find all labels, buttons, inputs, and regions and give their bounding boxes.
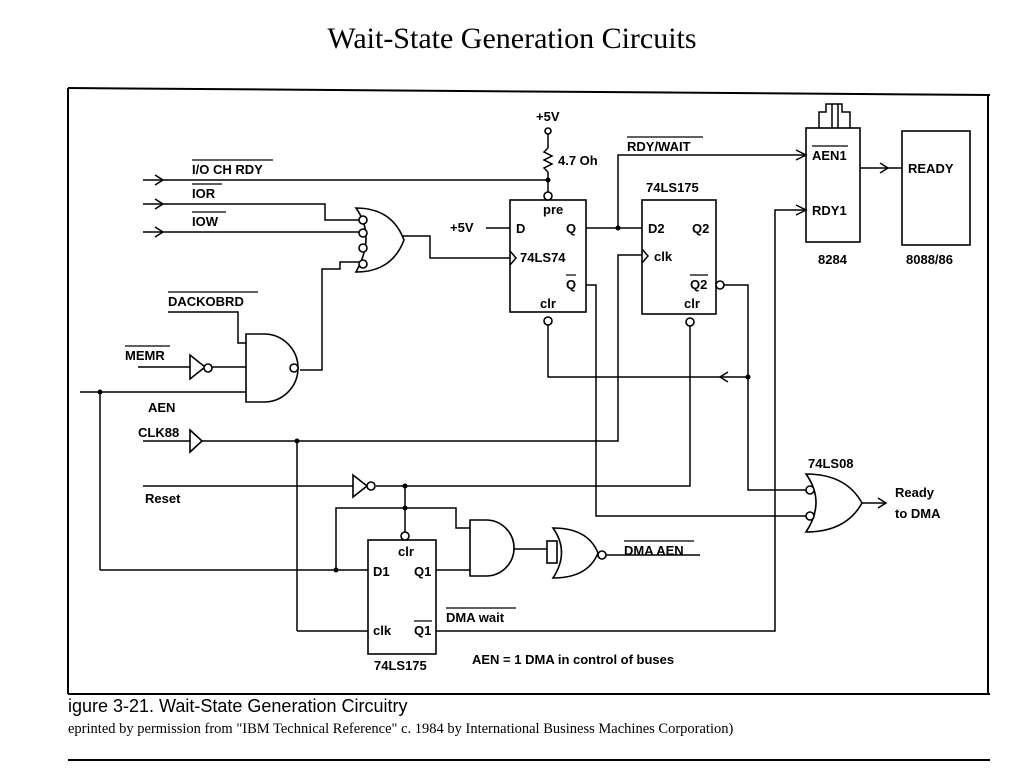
label-aen: AEN bbox=[148, 400, 175, 415]
input-wires bbox=[80, 179, 808, 632]
label-ff3-name: 74LS175 bbox=[374, 658, 427, 673]
cpu-ready-box bbox=[901, 130, 971, 246]
pullup-resistor bbox=[542, 127, 554, 192]
label-dma-aen: DMA AEN bbox=[624, 543, 684, 558]
label-resistor: 4.7 Oh bbox=[558, 153, 598, 168]
reset-inverter bbox=[352, 473, 376, 499]
label-ff3-clr: clr bbox=[398, 544, 414, 559]
label-aen1: AEN1 bbox=[812, 148, 847, 163]
label-74ls08: 74LS08 bbox=[808, 456, 854, 471]
label-ff2-q2: Q2 bbox=[692, 221, 709, 236]
diagram-labels: I/O CH RDY IOR IOW DACKOBRD MEMR AEN CLK… bbox=[125, 109, 954, 673]
label-dma-wait: DMA wait bbox=[446, 610, 505, 625]
label-ff1-qbar: Q bbox=[566, 277, 576, 292]
label-clk88: CLK88 bbox=[138, 425, 179, 440]
flipflop-74ls175-lower bbox=[333, 483, 437, 655]
label-ff1-q: Q bbox=[566, 221, 576, 236]
chip-8284 bbox=[795, 103, 902, 243]
label-reset: Reset bbox=[145, 491, 181, 506]
label-ff2-title: 74LS175 bbox=[646, 180, 699, 195]
clk88-buffer bbox=[189, 428, 204, 454]
nor-gate bbox=[546, 527, 607, 579]
label-ff3-clk: clk bbox=[373, 623, 392, 638]
junctions bbox=[97, 389, 300, 444]
label-ior: IOR bbox=[192, 186, 216, 201]
flipflop-74ls74 bbox=[486, 154, 808, 517]
label-plus5v-d: +5V bbox=[450, 220, 474, 235]
caption-line-2: eprinted by permission from "IBM Technic… bbox=[68, 721, 733, 737]
figure-frame bbox=[67, 87, 991, 761]
label-aen-note: AEN = 1 DMA in control of buses bbox=[472, 652, 674, 667]
label-ready: READY bbox=[908, 161, 954, 176]
label-ff3-q1: Q1 bbox=[414, 564, 431, 579]
label-ff1-name: 74LS74 bbox=[520, 250, 566, 265]
and-gate bbox=[469, 519, 515, 577]
label-8284: 8284 bbox=[818, 252, 848, 267]
label-memr: MEMR bbox=[125, 348, 165, 363]
flipflop-74ls175-upper bbox=[641, 199, 808, 491]
or-gate bbox=[354, 207, 405, 273]
input-arrows bbox=[154, 174, 165, 238]
label-ff3-d1: D1 bbox=[373, 564, 390, 579]
label-ff3-q1bar: Q1 bbox=[414, 623, 431, 638]
label-ff2-clk: clk bbox=[654, 249, 673, 264]
label-rdy-wait: RDY/WAIT bbox=[627, 139, 691, 154]
label-ready-dma-2: to DMA bbox=[895, 506, 941, 521]
label-ff1-pre: pre bbox=[543, 202, 563, 217]
label-8088: 8088/86 bbox=[906, 252, 953, 267]
label-rdy1: RDY1 bbox=[812, 203, 847, 218]
label-io-ch-rdy: I/O CH RDY bbox=[192, 162, 263, 177]
nand-gate bbox=[245, 333, 299, 403]
label-ff2-clr: clr bbox=[684, 296, 700, 311]
figure-caption: igure 3-21. Wait-State Generation Circui… bbox=[68, 696, 733, 737]
label-ff2-d2: D2 bbox=[648, 221, 665, 236]
label-ff2-q2bar: Q2 bbox=[690, 277, 707, 292]
slide-title: Wait-State Generation Circuits bbox=[327, 22, 697, 55]
label-plus5v-top: +5V bbox=[536, 109, 560, 124]
label-ff1-clr: clr bbox=[540, 296, 556, 311]
label-ready-dma-1: Ready bbox=[895, 485, 935, 500]
caption-line-1: igure 3-21. Wait-State Generation Circui… bbox=[68, 696, 407, 716]
label-ff1-d: D bbox=[516, 221, 525, 236]
memr-inverter bbox=[189, 353, 213, 381]
gate-74ls08 bbox=[804, 473, 888, 533]
label-dackobrd: DACKOBRD bbox=[168, 294, 244, 309]
label-iow: IOW bbox=[192, 214, 219, 229]
